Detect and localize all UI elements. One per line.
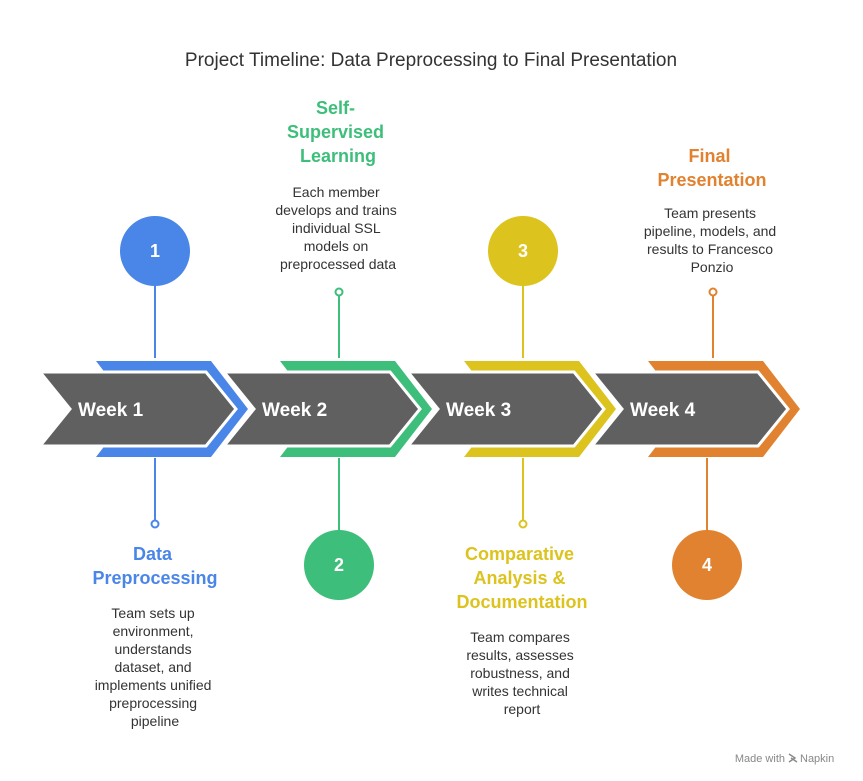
stage-4-description: Team presents pipeline, models, and resu… xyxy=(644,205,780,275)
number-3-label: 3 xyxy=(518,241,528,261)
week-1-label: Week 1 xyxy=(78,400,144,421)
number-2-label: 2 xyxy=(334,555,344,575)
footer-brand: Napkin xyxy=(800,753,834,765)
stage-3-text: Comparative Analysis & Documentation Tea… xyxy=(456,544,587,717)
stage-2-text: Self- Supervised Learning Each member de… xyxy=(275,98,400,272)
number-circles: 1 2 3 4 xyxy=(120,216,742,600)
stage-1-description: Team sets up environment, understands da… xyxy=(95,605,216,729)
stage-3-heading: Comparative Analysis & Documentation xyxy=(456,544,587,612)
diagram-title: Project Timeline: Data Preprocessing to … xyxy=(185,50,677,71)
chevron-week-4 xyxy=(588,370,790,448)
week-2-label: Week 2 xyxy=(262,400,327,421)
connector-4-dot xyxy=(708,287,718,297)
number-1-label: 1 xyxy=(150,241,160,261)
footer-made-with: Made with xyxy=(735,753,785,765)
connector-2-dot xyxy=(334,287,344,297)
number-circle-2 xyxy=(304,530,374,600)
stage-2-description: Each member develops and trains individu… xyxy=(275,184,400,272)
number-circle-1 xyxy=(120,216,190,286)
chevron-week-1 xyxy=(36,370,238,448)
chevron-week-3 xyxy=(404,370,606,448)
stage-3-description: Team compares results, assesses robustne… xyxy=(466,629,577,717)
number-4-label: 4 xyxy=(702,555,712,575)
stage-1-heading: Data Preprocessing xyxy=(92,544,217,588)
stage-1-text: Data Preprocessing Team sets up environm… xyxy=(92,544,217,729)
stage-4-text: Final Presentation Team presents pipelin… xyxy=(644,146,780,275)
week-4-label: Week 4 xyxy=(630,400,696,421)
stage-4-heading: Final Presentation xyxy=(657,146,766,190)
chevrons xyxy=(36,370,790,448)
connector-3-dot xyxy=(518,519,528,529)
napkin-logo-icon xyxy=(788,753,798,763)
chevron-week-2 xyxy=(220,370,422,448)
number-circle-3 xyxy=(488,216,558,286)
stage-2-heading: Self- Supervised Learning xyxy=(287,98,389,166)
number-circle-4 xyxy=(672,530,742,600)
week-3-label: Week 3 xyxy=(446,400,511,421)
footer-watermark: Made with Napkin xyxy=(735,753,834,765)
connector-1-dot xyxy=(150,519,160,529)
connectors xyxy=(150,285,718,531)
